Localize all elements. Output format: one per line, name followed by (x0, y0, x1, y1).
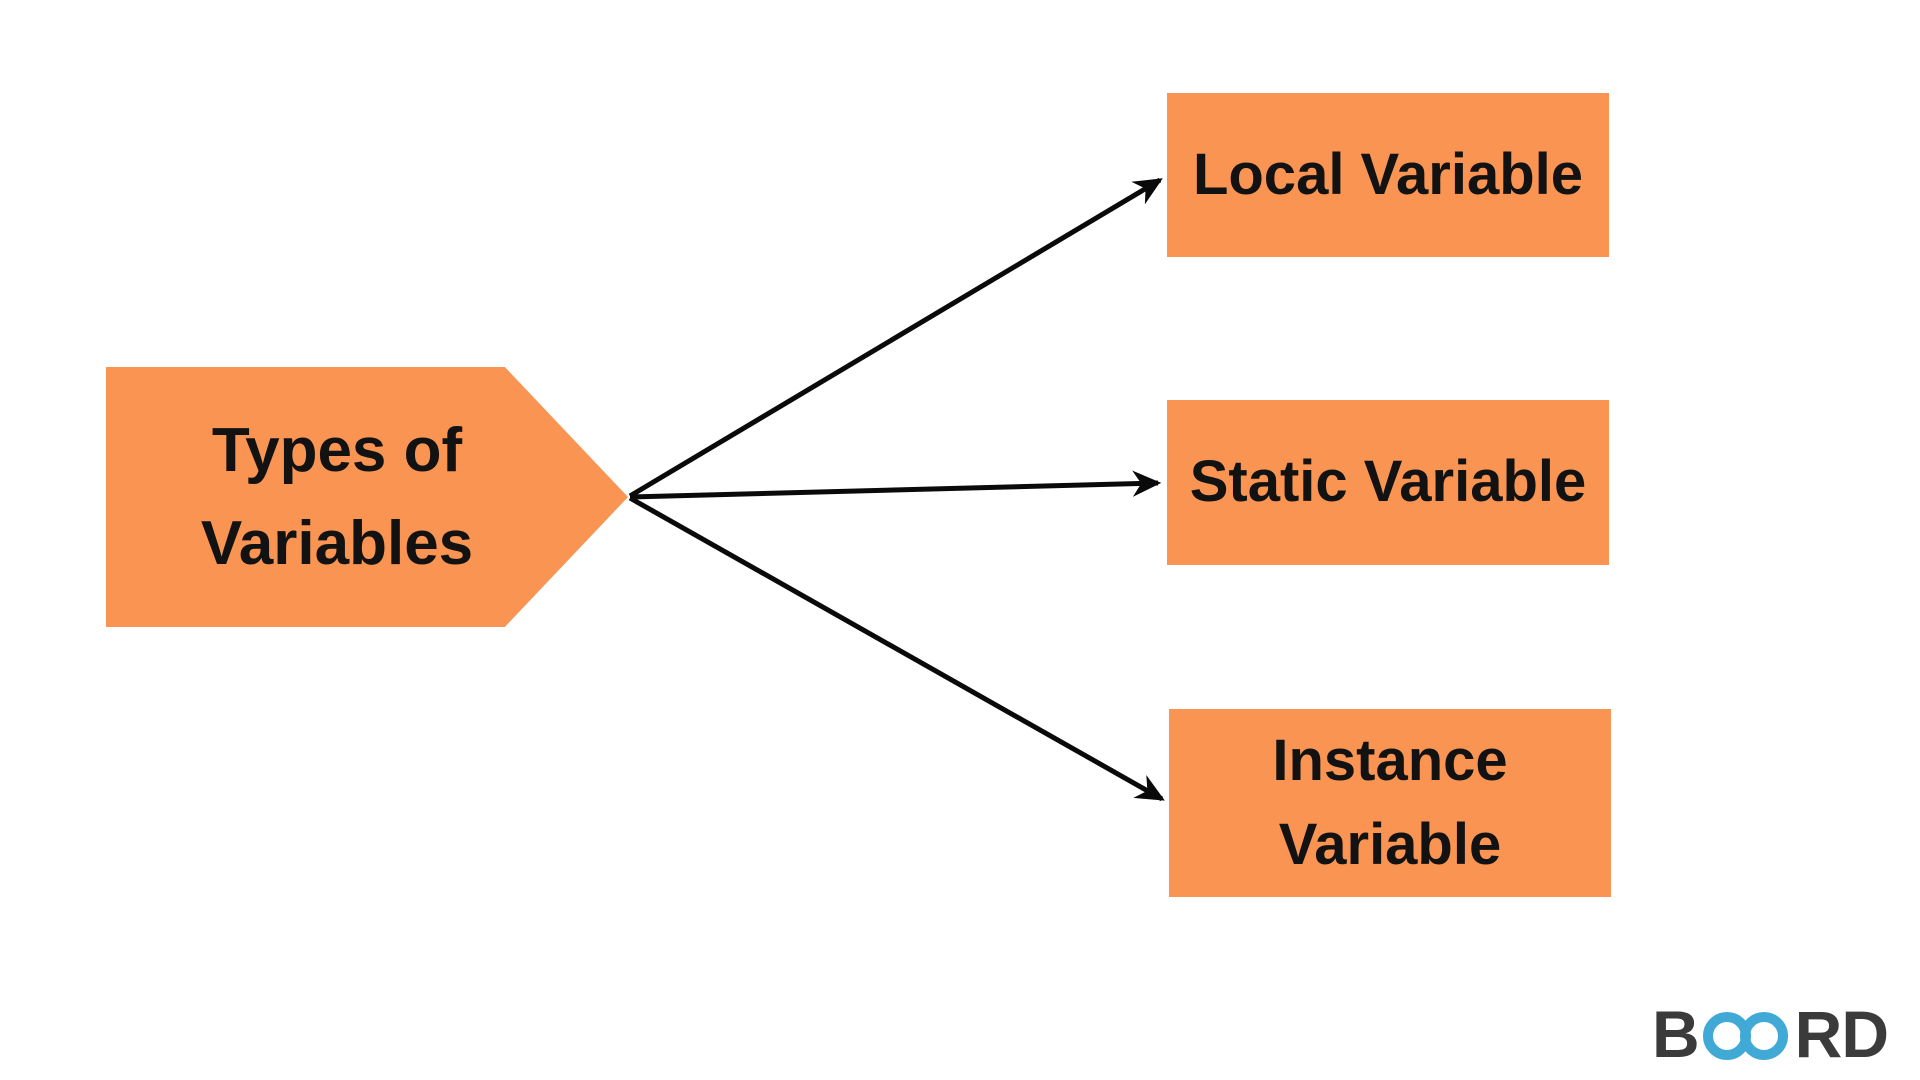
arrow-to-static-variable (629, 470, 1162, 500)
board-logo: B RD (1652, 996, 1889, 1071)
arrow-to-instance-variable (628, 495, 1165, 802)
root-node-label: Types of Variables (200, 416, 474, 578)
root-node-types-of-variables: Types of Variables (106, 367, 628, 627)
node-instance-variable: Instance Variable (1169, 709, 1611, 897)
node-local-variable: Local Variable (1167, 93, 1609, 257)
node-static-variable: Static Variable (1167, 400, 1609, 565)
infinity-icon (1702, 1012, 1788, 1060)
logo-letters-rd: RD (1794, 996, 1889, 1071)
arrow-to-local-variable (628, 177, 1163, 499)
logo-letter-b: B (1652, 996, 1700, 1071)
node-instance-variable-label: Instance Variable (1272, 727, 1508, 877)
node-static-variable-label: Static Variable (1189, 449, 1587, 515)
node-local-variable-label: Local Variable (1192, 141, 1584, 207)
